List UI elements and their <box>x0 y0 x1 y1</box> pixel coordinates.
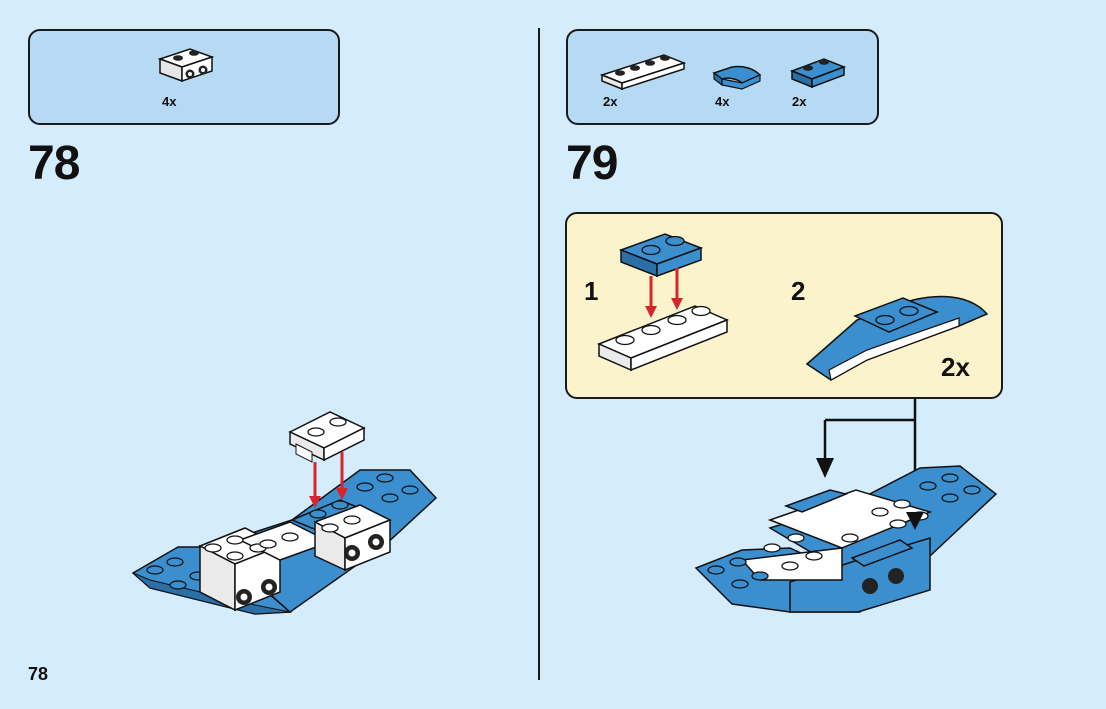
substep-label: 1 <box>584 276 599 306</box>
page-divider <box>538 28 540 680</box>
substep-label: 2 <box>791 276 806 306</box>
step-78-parts-box: 4x <box>28 29 340 125</box>
step-79-parts-box: 2x 4x 2x <box>566 29 879 125</box>
part-qty: 4x <box>715 94 730 109</box>
blue-plate-rail-icon <box>789 58 847 89</box>
blue-curved-slope-icon <box>712 65 762 90</box>
step-number: 79 <box>566 137 618 190</box>
step-number: 78 <box>28 137 80 190</box>
white-plate-1x4-icon <box>599 54 687 91</box>
substep-2-illustration <box>805 295 989 381</box>
substep-multiplier: 2x <box>941 352 970 382</box>
white-bracket-plate-icon <box>157 48 215 83</box>
part-qty: 2x <box>792 94 807 109</box>
part-qty: 2x <box>603 94 618 109</box>
part-qty: 4x <box>162 94 177 109</box>
page-number: 78 <box>28 664 49 684</box>
subassembly-box: 1 2 2x <box>565 212 1003 399</box>
substep-1-illustration <box>597 233 729 372</box>
